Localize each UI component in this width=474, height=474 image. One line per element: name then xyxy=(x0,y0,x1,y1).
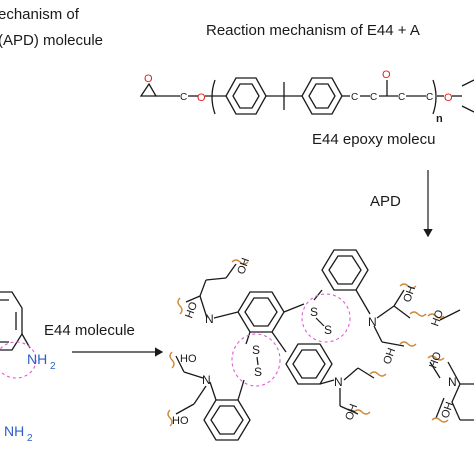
wavy-bond xyxy=(177,297,183,315)
sulfur-label: S xyxy=(324,323,332,337)
hydroxyl-label: OH xyxy=(343,402,360,422)
nitrogen-label: N xyxy=(202,373,211,387)
hydroxyl-label: OH xyxy=(401,284,418,304)
hydroxyl-label: HO xyxy=(429,308,446,328)
sulfur-label: S xyxy=(310,305,318,319)
wavy-bond xyxy=(399,283,417,289)
nitrogen-label: N xyxy=(334,375,343,389)
e44-arrow-label: E44 molecule xyxy=(44,322,135,339)
wavy-bond xyxy=(169,351,175,369)
wavy-bond xyxy=(167,409,173,427)
amine-nh2-label-lower: NH xyxy=(4,423,24,439)
phenyl-ring-1 xyxy=(225,77,267,115)
wavy-bond xyxy=(369,371,387,377)
amine-nh2-subscript-lower: 2 xyxy=(27,433,33,444)
repeat-subscript-n: n xyxy=(436,113,443,125)
hydroxyl-label: HO xyxy=(172,415,189,427)
sulfur-label: S xyxy=(252,343,260,357)
wavy-bond xyxy=(409,311,427,317)
wavy-bond xyxy=(399,341,417,347)
wavy-attachment-bonds xyxy=(167,259,449,427)
left-title-line1: echanism of xyxy=(0,6,79,23)
e44-epoxy-molecule xyxy=(139,77,474,115)
right-title: Reaction mechanism of E44 + A xyxy=(206,22,420,39)
epoxide-oxygen: O xyxy=(144,73,153,85)
wavy-bond xyxy=(353,409,371,415)
repeat-bracket-open xyxy=(211,79,216,115)
nitrogen-label: N xyxy=(448,375,457,389)
amine-highlight-circle xyxy=(0,341,37,379)
sulfur-label: S xyxy=(254,365,262,379)
amine-nh2-subscript: 2 xyxy=(50,361,56,372)
carbon-label: C xyxy=(426,92,433,103)
hydroxyl-label: OH xyxy=(439,400,456,420)
wavy-bond xyxy=(431,417,449,423)
ether-oxygen-2: O xyxy=(444,92,453,104)
apd-molecule xyxy=(0,291,31,351)
hydroxyl-label: HO xyxy=(180,353,197,365)
repeat-bracket-close xyxy=(432,79,437,115)
carbon-label: C xyxy=(398,92,405,103)
hydroxyl-label: OH xyxy=(235,256,252,276)
disulfide-bond xyxy=(256,356,259,366)
carbon-label: C xyxy=(370,92,377,103)
left-title-line2: (APD) molecule xyxy=(0,32,104,49)
apd-arrow-label: APD xyxy=(370,193,401,210)
crosslinked-network xyxy=(175,249,474,441)
nitrogen-label: N xyxy=(368,315,377,329)
hydroxyl-oxygen: O xyxy=(382,69,391,81)
disulfide-highlight-lower xyxy=(231,333,281,387)
e44-caption: E44 epoxy molecu xyxy=(312,131,436,148)
amine-nh2-label: NH xyxy=(27,351,47,367)
wavy-bond xyxy=(427,313,445,319)
disulfide-highlight-upper xyxy=(301,293,351,343)
hydroxyl-label: HO xyxy=(183,300,200,320)
wavy-bond xyxy=(427,355,445,361)
ether-oxygen-1: O xyxy=(197,92,206,104)
hydroxyl-label: OH xyxy=(381,346,398,366)
hydroxyl-label: HO xyxy=(427,350,444,370)
carbon-label: C xyxy=(351,92,358,103)
nitrogen-label: N xyxy=(205,312,214,326)
carbon-label: C xyxy=(180,92,187,103)
phenyl-ring-2 xyxy=(301,77,343,115)
disulfide-bond xyxy=(315,317,325,327)
epoxide-ring xyxy=(139,82,158,97)
wavy-bond xyxy=(231,259,249,265)
